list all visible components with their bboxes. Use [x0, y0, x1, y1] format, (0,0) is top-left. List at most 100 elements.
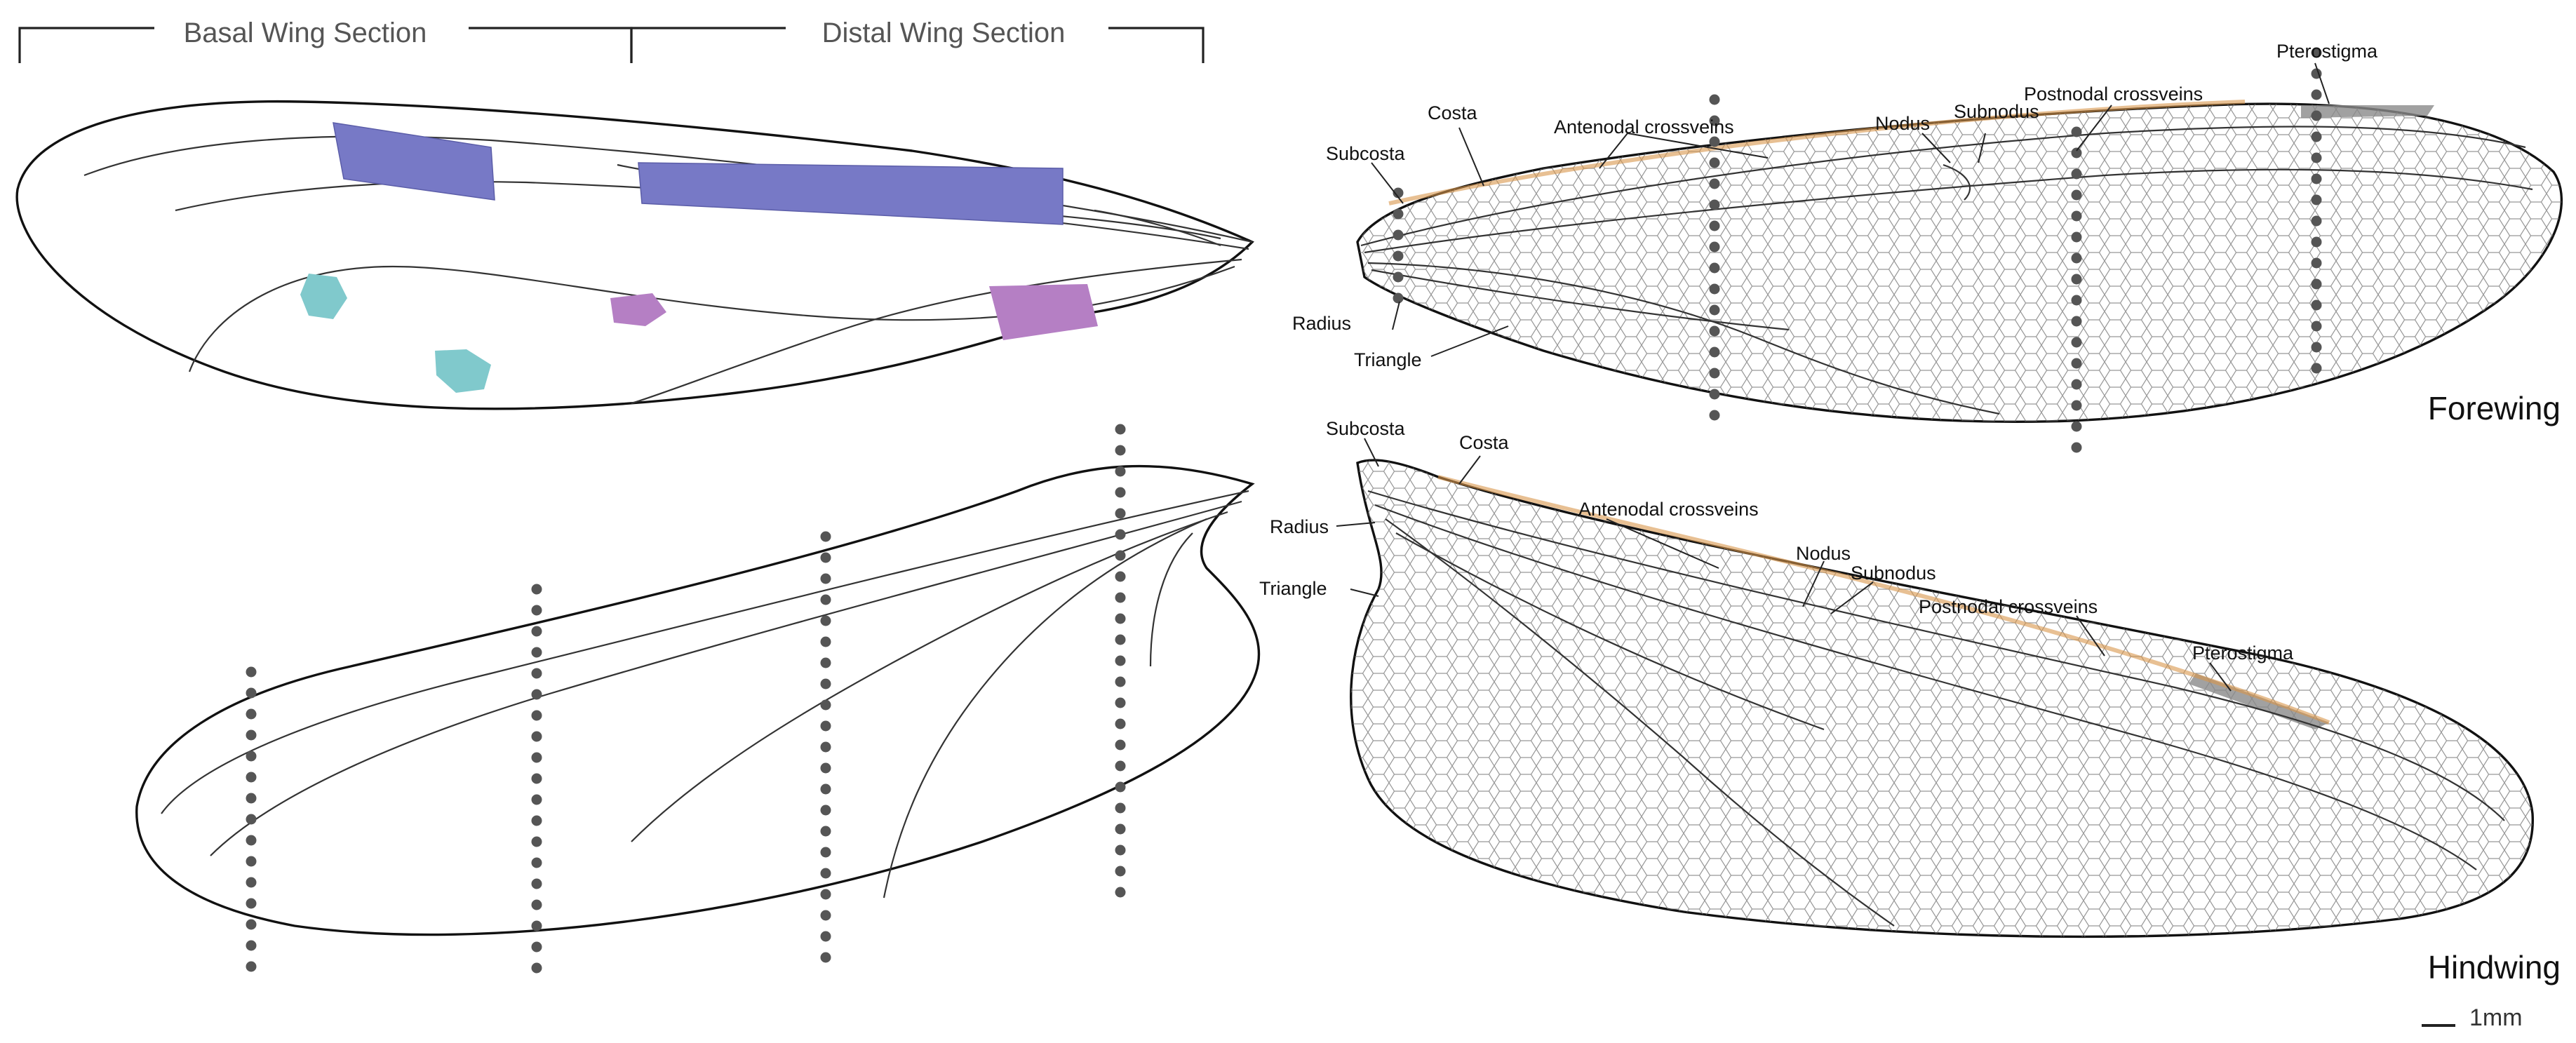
sampling-dot	[2311, 363, 2322, 374]
sampling-dot	[1709, 220, 1720, 231]
sampling-dot	[246, 940, 257, 951]
sampling-dot	[2311, 89, 2322, 100]
forewing-labels: Subcosta Costa Antenodal crossveins Nodu…	[1292, 41, 2378, 370]
sampling-dot	[1709, 94, 1720, 105]
sampling-dot	[531, 857, 542, 868]
sampling-dot	[1115, 760, 1126, 772]
sampling-dot	[531, 836, 542, 847]
hindwing-labels: Subcosta Costa Antenodal crossveins Radi…	[1259, 418, 2294, 692]
sampling-dot	[2311, 342, 2322, 353]
sampling-dot	[2311, 300, 2322, 311]
sampling-dot	[2311, 215, 2322, 227]
teal-cell-highlights	[300, 274, 491, 393]
sampling-dot	[2071, 400, 2082, 411]
sampling-dot	[246, 751, 257, 762]
sampling-dot	[1115, 845, 1126, 856]
sampling-dot	[2311, 131, 2322, 142]
sampling-dot	[1115, 866, 1126, 877]
sampling-dot	[1115, 634, 1126, 645]
sampling-dot	[1115, 697, 1126, 708]
sampling-dot	[1115, 823, 1126, 835]
sampling-dot	[531, 626, 542, 637]
sampling-dot	[820, 805, 831, 816]
sampling-dot	[531, 668, 542, 679]
sampling-dot	[1115, 508, 1126, 519]
sampling-dot	[1709, 115, 1720, 126]
sampling-dot	[1709, 410, 1720, 421]
sampling-dot	[246, 814, 257, 825]
fw-postnodal-label: Postnodal crossveins	[2024, 83, 2203, 105]
sampling-dot	[1709, 325, 1720, 337]
sampling-dot	[1393, 292, 1404, 304]
sampling-dot	[820, 636, 831, 647]
blue-cell-highlights	[333, 122, 1064, 225]
sampling-dot	[246, 877, 257, 888]
sampling-dot	[1115, 718, 1126, 729]
sampling-dot	[2071, 168, 2082, 180]
sampling-dot	[1115, 487, 1126, 498]
hindwing-title: Hindwing	[2428, 949, 2561, 985]
hw-costa-label: Costa	[1459, 432, 1510, 453]
hw-subcosta-label: Subcosta	[1326, 418, 1406, 439]
sampling-dot	[1709, 241, 1720, 253]
sampling-dot	[1709, 157, 1720, 168]
sampling-dot	[531, 605, 542, 616]
fw-triangle-label: Triangle	[1354, 349, 1422, 370]
sampling-dot	[1709, 199, 1720, 210]
fw-radius-label: Radius	[1292, 313, 1351, 334]
sampling-dot	[1393, 187, 1404, 198]
sampling-dot	[820, 868, 831, 879]
sampling-dot	[246, 919, 257, 930]
forewing-title: Forewing	[2428, 390, 2561, 426]
sampling-dot	[246, 898, 257, 909]
sampling-dot	[2071, 210, 2082, 222]
sampling-dot	[2071, 126, 2082, 137]
sampling-dot	[246, 835, 257, 846]
sampling-dot	[531, 920, 542, 931]
sampling-dot	[246, 687, 257, 699]
sampling-dot	[1115, 592, 1126, 603]
sampling-dot	[820, 889, 831, 900]
sampling-dot	[1115, 887, 1126, 898]
hw-postnodal-label: Postnodal crossveins	[1919, 596, 2098, 617]
basal-section-label: Basal Wing Section	[184, 18, 427, 48]
hw-antenodal-label: Antenodal crossveins	[1578, 499, 1759, 520]
sampling-dot	[2071, 379, 2082, 390]
sampling-dot	[1115, 781, 1126, 793]
sampling-dot	[531, 773, 542, 784]
sampling-dot	[820, 615, 831, 626]
sampling-dot	[531, 752, 542, 763]
sampling-dot	[1709, 368, 1720, 379]
sampling-dot	[1393, 271, 1404, 283]
hw-triangle-label: Triangle	[1259, 578, 1327, 599]
sampling-dot	[2071, 295, 2082, 306]
sampling-dot	[2071, 421, 2082, 432]
sampling-dot	[1709, 283, 1720, 295]
schematic-forewing	[15, 100, 1254, 410]
fw-antenodal-label: Antenodal crossveins	[1554, 116, 1734, 137]
sampling-dot	[820, 573, 831, 584]
sampling-dot	[1709, 304, 1720, 316]
sampling-dot	[531, 710, 542, 721]
sampling-dot	[1115, 550, 1126, 561]
sampling-dot	[2071, 189, 2082, 201]
sampling-dot-lines	[246, 47, 2322, 974]
sampling-dot	[2311, 110, 2322, 121]
photo-forewing	[1356, 100, 2563, 423]
sampling-dot	[1393, 250, 1404, 262]
sampling-dot	[531, 962, 542, 974]
sampling-dot	[2071, 231, 2082, 243]
hw-nodus-label: Nodus	[1796, 543, 1851, 564]
fw-costa-label: Costa	[1428, 102, 1478, 123]
fw-subcosta-label: Subcosta	[1326, 143, 1406, 164]
sampling-dot	[1115, 739, 1126, 751]
sampling-dot	[1393, 229, 1404, 241]
scale-bar: 1mm	[2422, 1004, 2523, 1031]
sampling-dot	[531, 647, 542, 658]
sampling-dot	[246, 961, 257, 972]
sampling-dot	[820, 762, 831, 774]
fw-subnodus-label: Subnodus	[1954, 101, 2039, 122]
sampling-dot	[246, 729, 257, 741]
sampling-dot	[820, 783, 831, 795]
sampling-dot	[2311, 152, 2322, 163]
